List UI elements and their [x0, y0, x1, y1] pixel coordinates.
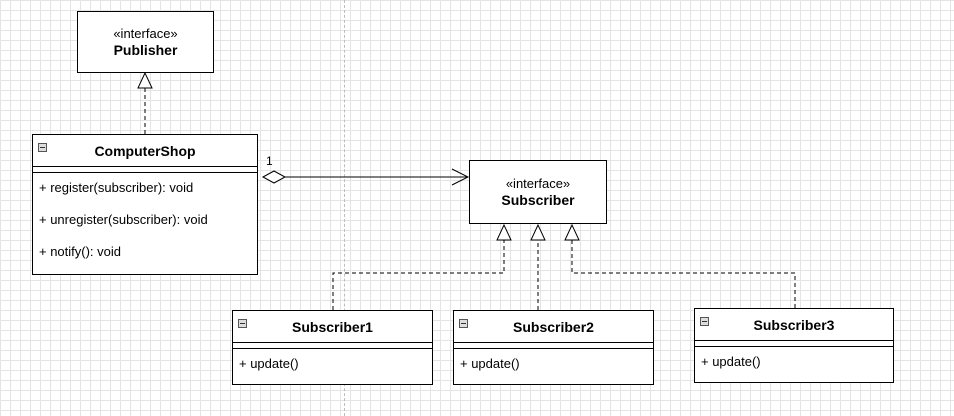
realization-line-subscriber1	[332, 240, 505, 310]
publisher-name: Publisher	[113, 42, 178, 58]
publisher-interface[interactable]: «interface» Publisher	[77, 11, 214, 73]
operation-update: + update()	[239, 356, 299, 371]
realization-arrowhead-subscriber2	[530, 223, 546, 241]
subscriber1-attributes	[233, 343, 432, 349]
navigable-arrowhead-icon	[451, 168, 470, 186]
computershop-name: ComputerShop	[94, 142, 196, 159]
subscriber2-class[interactable]: Subscriber2 + update()	[453, 310, 654, 385]
subscriber1-operations: + update()	[233, 349, 432, 372]
collapse-icon[interactable]	[459, 319, 468, 328]
computershop-class[interactable]: ComputerShop + register(subscriber): voi…	[32, 134, 258, 275]
subscriber-stereotype: «interface»	[505, 176, 571, 191]
subscriber-interface[interactable]: «interface» Subscriber	[469, 160, 607, 224]
subscriber2-attributes	[454, 343, 653, 349]
operation-update: + update()	[460, 356, 520, 371]
collapse-icon[interactable]	[238, 319, 247, 328]
subscriber2-name: Subscriber2	[513, 318, 594, 335]
operation-notify: + notify(): void	[39, 244, 122, 259]
realization-arrowhead-subscriber3	[564, 223, 580, 241]
realization-arrowhead-subscriber1	[496, 223, 512, 241]
page-break-line	[344, 0, 345, 416]
subscriber3-attributes	[695, 341, 893, 347]
subscriber-name: Subscriber	[501, 192, 575, 208]
realization-arrowhead-publisher	[137, 71, 153, 89]
subscriber2-operations: + update()	[454, 349, 653, 372]
subscriber1-name: Subscriber1	[292, 318, 373, 335]
subscriber3-class[interactable]: Subscriber3 + update()	[694, 308, 894, 383]
subscriber1-class[interactable]: Subscriber1 + update()	[232, 310, 433, 385]
aggregation-diamond-icon	[261, 170, 287, 184]
subscriber3-operations: + update()	[695, 347, 893, 370]
subscriber1-header: Subscriber1	[233, 311, 432, 343]
subscriber3-header: Subscriber3	[695, 309, 893, 341]
computershop-attributes	[33, 167, 257, 173]
realization-line-subscriber3	[571, 240, 796, 308]
operation-unregister: + unregister(subscriber): void	[39, 212, 208, 227]
operation-register: + register(subscriber): void	[39, 180, 194, 195]
publisher-stereotype: «interface»	[113, 26, 178, 41]
computershop-operations: + register(subscriber): void + unregiste…	[33, 173, 257, 260]
multiplicity-label: 1	[266, 154, 273, 168]
subscriber2-header: Subscriber2	[454, 311, 653, 343]
subscriber3-name: Subscriber3	[753, 316, 835, 333]
collapse-icon[interactable]	[700, 317, 709, 326]
collapse-icon[interactable]	[38, 143, 47, 152]
operation-update: + update()	[701, 354, 761, 369]
computershop-header: ComputerShop	[33, 135, 257, 167]
